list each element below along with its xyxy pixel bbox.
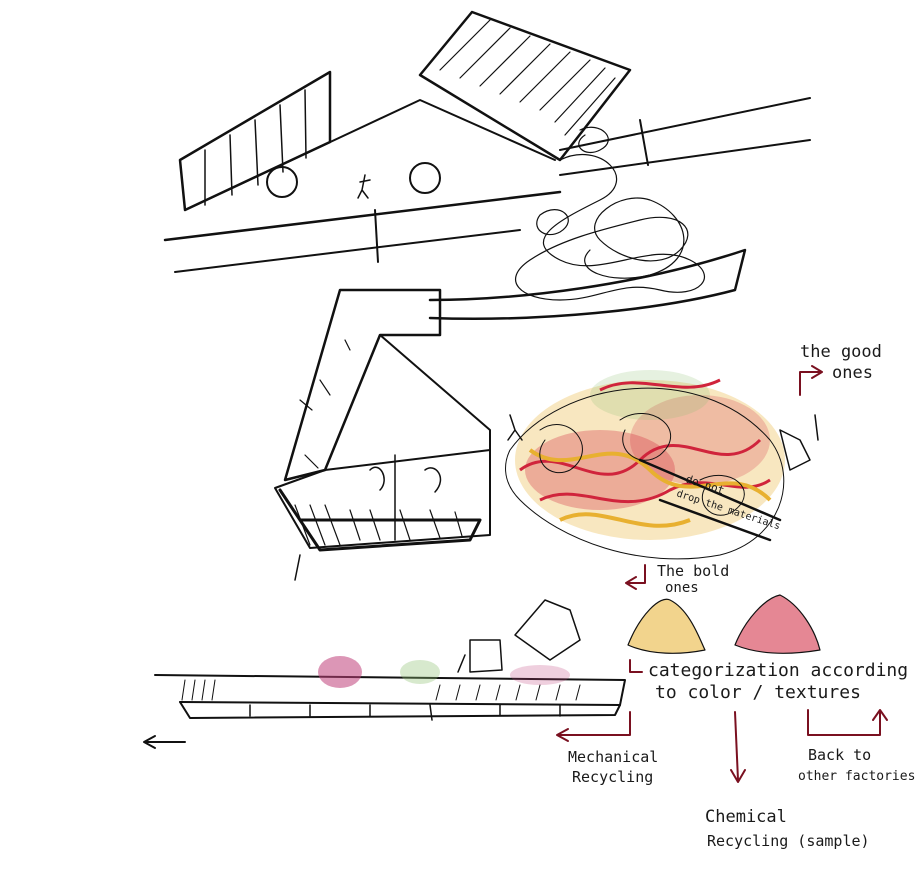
label-chemical-1: Chemical [705, 807, 787, 827]
central-platform [274, 288, 491, 581]
label-ones-good: ones [832, 363, 873, 383]
label-the-good: the good [800, 342, 882, 362]
label-mechanical-2: Recycling [572, 768, 653, 786]
arrow-chemical [730, 711, 746, 783]
label-back-1: Back to [808, 746, 871, 764]
bracket-categorization [629, 659, 643, 673]
sorted-heaps [627, 594, 821, 654]
label-the-bold: The bold [657, 562, 729, 580]
arrow-mechanical [556, 711, 631, 742]
label-categorization-2: to color / textures [655, 682, 861, 703]
label-mechanical-1: Mechanical [568, 748, 658, 766]
arrow-good-ones [799, 365, 823, 396]
colored-waste-heap [505, 370, 819, 560]
label-chemical-2: Recycling (sample) [707, 832, 870, 850]
left-arrow [143, 735, 186, 749]
label-ones-bold: ones [665, 580, 699, 596]
upper-waste-heap [515, 126, 705, 301]
upper-building [163, 10, 811, 273]
label-categorization-1: categorization according [648, 660, 908, 681]
curved-walkway [428, 248, 747, 321]
label-back-2: other factories [798, 769, 915, 784]
arrow-bold-ones [625, 564, 646, 590]
arrow-back [807, 709, 888, 736]
conveyor-belt [154, 599, 626, 721]
